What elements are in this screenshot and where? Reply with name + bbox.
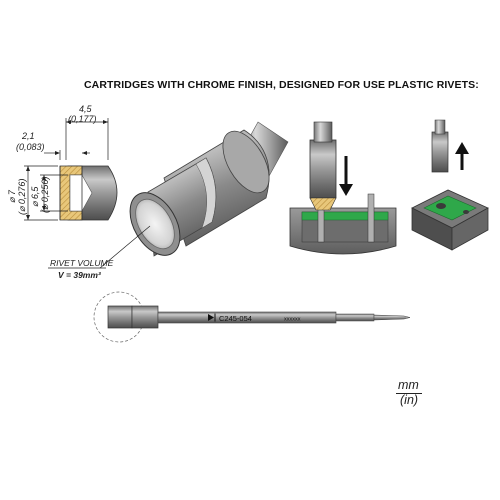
part-number-label: C245-054: [219, 314, 252, 323]
rivet-volume-value: V = 39mm³: [58, 270, 102, 280]
outer-dia-in-label: (⌀ 0,276): [17, 179, 27, 215]
units-primary: mm: [398, 378, 419, 392]
arrow-up-icon: [455, 142, 469, 154]
serial-label: xxxxxx: [284, 317, 301, 323]
section-view: [59, 165, 118, 221]
length-mm-label: 4,5: [79, 104, 93, 114]
depth-in-label: (0,083): [16, 142, 45, 152]
units-legend: mm (in): [396, 378, 422, 408]
depth-mm-label: 2,1: [21, 131, 35, 141]
cartridge-full-view: [93, 291, 411, 343]
dimension-depth: [44, 150, 90, 160]
dimension-diameters: [24, 165, 68, 221]
rivet-cavity: [135, 198, 175, 250]
arrow-down-icon: [339, 184, 353, 196]
pcb-board: [301, 211, 389, 221]
dimension-length: [65, 118, 109, 160]
pcb-riveted: [423, 195, 477, 221]
retraction-scene: [411, 119, 489, 251]
inner-dia-in-label: (⌀ 0,256): [40, 177, 50, 213]
cartridge-lifting: [431, 131, 449, 173]
inner-dia-mm-label: ⌀ 6,5: [30, 186, 40, 207]
cartridge-descending: [309, 139, 337, 199]
rivet-volume-label: RIVET VOLUME: [50, 258, 114, 268]
units-secondary: (in): [400, 393, 419, 407]
section-cavity: [69, 174, 93, 212]
polarity-arrow-icon: [208, 314, 214, 321]
cartridge-tip-3d: [129, 121, 289, 257]
insertion-scene: [289, 121, 397, 255]
outer-dia-mm-label: ⌀ 7: [7, 189, 17, 203]
rivet-callout: [48, 225, 151, 269]
length-in-label: (0,177): [68, 114, 97, 124]
diagram-heading: CARTRIDGES WITH CHROME FINISH, DESIGNED …: [84, 79, 479, 91]
